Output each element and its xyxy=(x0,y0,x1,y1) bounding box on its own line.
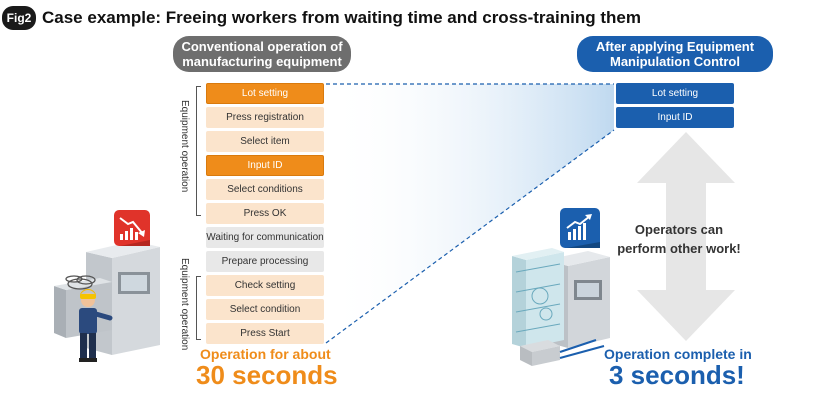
step-lot-setting: Lot setting xyxy=(206,83,324,104)
conventional-header: Conventional operation of manufacturing … xyxy=(173,36,351,72)
after-header-line1: After applying Equipment xyxy=(595,39,755,54)
equipment-operation-label-top: Equipment operation xyxy=(179,100,190,193)
bracket-bottom xyxy=(196,276,201,340)
step-prepare-processing: Prepare processing xyxy=(206,251,324,272)
after-header-line2: Manipulation Control xyxy=(610,54,740,69)
figure-badge: Fig2 xyxy=(2,6,36,30)
step-press-start: Press Start xyxy=(206,323,324,344)
step-select-item: Select item xyxy=(206,131,324,152)
step-select-condition: Select condition xyxy=(206,299,324,320)
funnel-area xyxy=(326,84,614,343)
after-header: After applying Equipment Manipulation Co… xyxy=(577,36,773,72)
conventional-header-line2: manufacturing equipment xyxy=(182,54,342,69)
step-press-registration: Press registration xyxy=(206,107,324,128)
step-check-setting: Check setting xyxy=(206,275,324,296)
left-equipment-illustration xyxy=(54,241,160,355)
bracket-top xyxy=(196,86,201,216)
auto-step-input-id: Input ID xyxy=(616,107,734,128)
auto-step-lot-setting: Lot setting xyxy=(616,83,734,104)
double-arrow xyxy=(637,132,735,341)
step-waiting-communication: Waiting for communication xyxy=(206,227,324,248)
equipment-operation-label-bottom: Equipment operation xyxy=(179,258,190,351)
right-equipment-illustration xyxy=(512,248,610,366)
other-work-line1: Operators can xyxy=(634,222,724,237)
dashed-line-bottom xyxy=(325,129,615,344)
trend-down-icon xyxy=(114,210,150,246)
left-worker-illustration xyxy=(79,289,113,362)
other-work-line2: perform other work! xyxy=(617,241,741,256)
trend-up-icon xyxy=(560,208,600,248)
right-result-line2: 3 seconds! xyxy=(609,360,745,390)
step-input-id: Input ID xyxy=(206,155,324,176)
conventional-header-line1: Conventional operation of xyxy=(181,39,343,54)
left-result-line1: Operation for about xyxy=(200,346,331,362)
right-result-line1: Operation complete in xyxy=(604,346,752,362)
step-press-ok: Press OK xyxy=(206,203,324,224)
figure-title: Case example: Freeing workers from waiti… xyxy=(42,8,641,27)
other-work-callout: Operators can perform other work! xyxy=(604,220,754,258)
step-select-conditions: Select conditions xyxy=(206,179,324,200)
left-result-line2: 30 seconds xyxy=(196,360,338,390)
